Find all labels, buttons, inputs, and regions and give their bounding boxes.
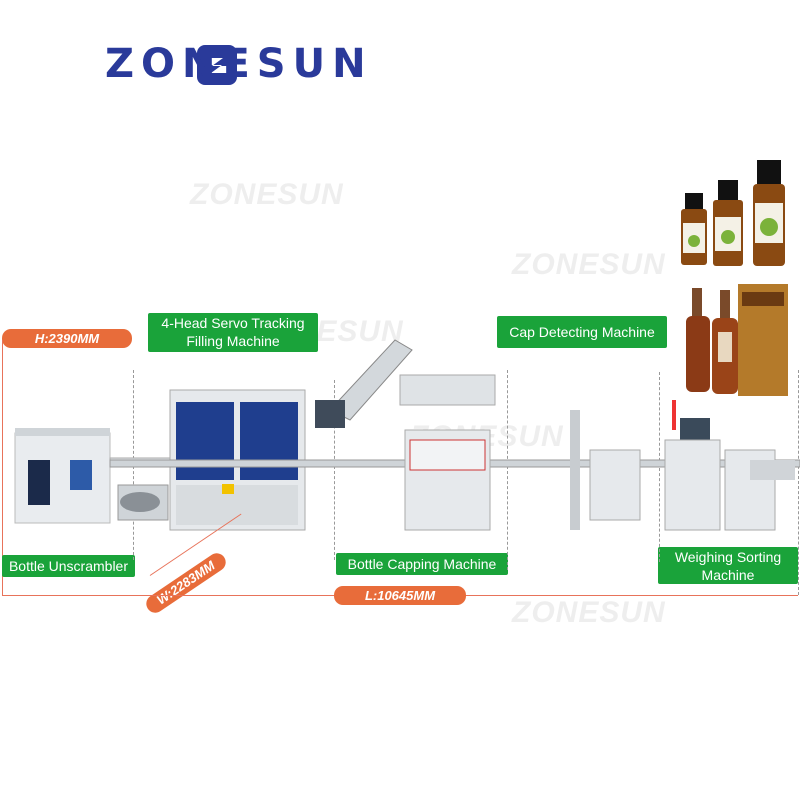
width-dimension-badge: W:2283MM (142, 549, 230, 617)
section-divider (507, 370, 508, 570)
height-dimension-line (2, 340, 3, 595)
section-divider (798, 370, 799, 595)
filling-machine-label-text: 4-Head Servo Tracking Filling Machine (161, 315, 305, 349)
watermark: ZONESUN (190, 178, 344, 211)
weighing-sorting-label: Weighing Sorting Machine (658, 547, 798, 584)
argan-oil-bottles-image (686, 284, 788, 396)
brand-logo-icon (197, 45, 237, 85)
length-dimension-badge: L:10645MM (334, 586, 466, 605)
weighing-sorting-label-text: Weighing Sorting Machine (674, 549, 782, 583)
brand-name: ZONESUN (105, 41, 373, 87)
cap-detecting-label: Cap Detecting Machine (497, 316, 667, 348)
production-line-illustration (14, 339, 800, 531)
filling-machine-label: 4-Head Servo Tracking Filling Machine (148, 313, 318, 352)
bottle-capping-label: Bottle Capping Machine (336, 553, 508, 575)
section-divider (334, 380, 335, 560)
height-dimension-badge: H:2390MM (2, 329, 132, 348)
essential-oil-bottles-image (681, 160, 785, 266)
watermark: ZONESUN (512, 596, 666, 629)
watermark: ZONESUN (512, 248, 666, 281)
bottle-unscrambler-label: Bottle Unscrambler (2, 555, 135, 577)
